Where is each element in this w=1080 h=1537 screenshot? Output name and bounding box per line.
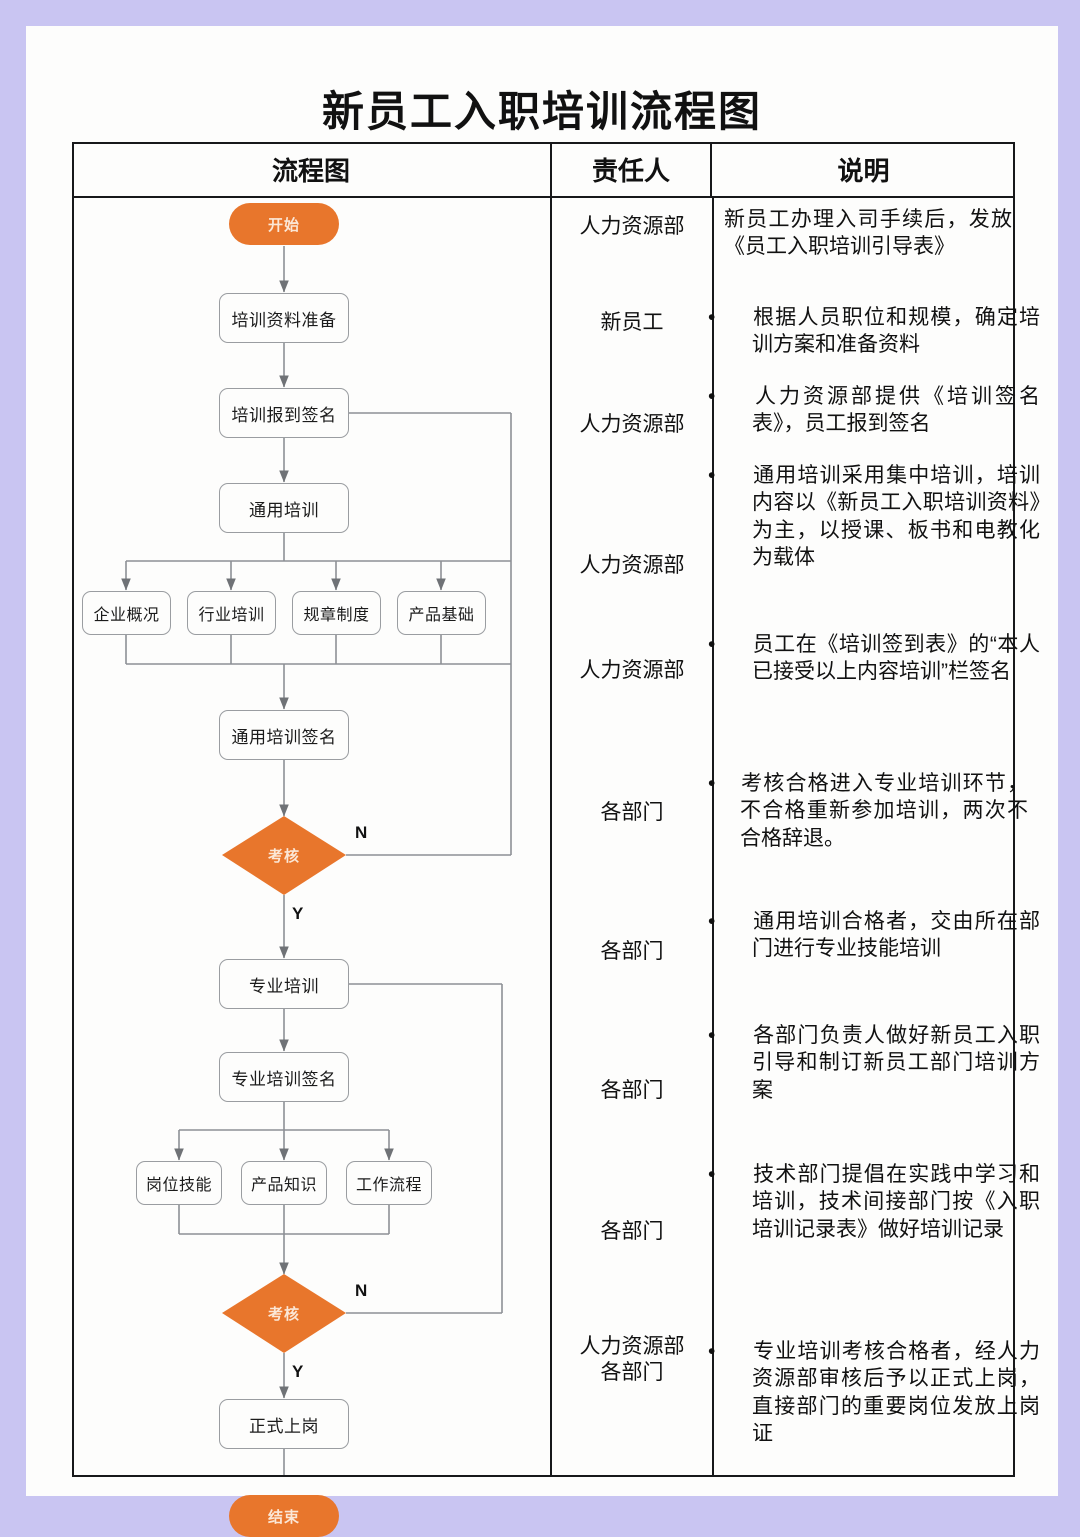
node-start[interactable]: 开始: [229, 203, 339, 245]
owner-new-employee: 新员工: [600, 311, 664, 334]
owner-departments-1: 各部门: [600, 801, 664, 824]
node-product-knowledge[interactable]: 产品知识: [241, 1161, 327, 1205]
flowchart-table: 流程图 责任人 说明: [72, 142, 1040, 1537]
note-3: 人力资源部提供《培训签名表》，员工报到签名: [720, 383, 1040, 438]
note-9: 技术部门提倡在实践中学习和培训，技术间接部门按《入职培训记录表》做好培训记录: [720, 1161, 1040, 1243]
branch-label-exam2-no: N: [355, 1281, 368, 1300]
flowchart-diagram: 开始 培训资料准备 培训报到签名 通用培训 企业概况 行业培训 规章制度 产品基…: [74, 198, 548, 1537]
flow-connectors: [121, 246, 512, 1475]
node-industry-training[interactable]: 行业培训: [187, 591, 276, 635]
note-6: 考核合格进入专业培训环节，不合格重新参加培训，两次不合格辞退。: [720, 770, 1028, 852]
branch-label-exam1-no: N: [355, 823, 368, 842]
owner-departments-4: 各部门: [600, 1220, 664, 1243]
branch-label-exam1-yes: Y: [292, 904, 304, 923]
owner-hr-3: 人力资源部: [579, 554, 685, 577]
node-end[interactable]: 结束: [229, 1495, 339, 1537]
column-divider-1: [550, 198, 552, 1475]
node-general-training-signature[interactable]: 通用培训签名: [219, 710, 349, 760]
node-general-training[interactable]: 通用培训: [219, 483, 349, 533]
note-8: 各部门负责人做好新员工入职引导和制订新员工部门培训方案: [720, 1022, 1040, 1104]
node-job-skills[interactable]: 岗位技能: [136, 1161, 222, 1205]
owner-hr-line: 人力资源部: [579, 1335, 685, 1358]
owner-hr-and-departments: 人力资源部 各部门: [552, 1334, 712, 1387]
decision-diamond-exam-2: [222, 1274, 346, 1353]
table-header-row: 流程图 责任人 说明: [74, 144, 1013, 198]
node-rules-regulations[interactable]: 规章制度: [292, 591, 381, 635]
node-professional-training-signature[interactable]: 专业培训签名: [219, 1052, 349, 1102]
owner-hr-1: 人力资源部: [579, 215, 685, 238]
owner-departments-line: 各部门: [600, 1361, 664, 1385]
owner-hr-4: 人力资源部: [579, 659, 685, 682]
document-page: 新员工入职培训流程图 流程图 责任人 说明: [26, 26, 1058, 1537]
owner-departments-3: 各部门: [600, 1079, 664, 1102]
node-formal-onboarding[interactable]: 正式上岗: [219, 1399, 349, 1449]
note-4: 通用培训采用集中培训，培训内容以《新员工入职培训资料》为主，以授课、板书和电教化…: [720, 462, 1040, 571]
column-divider-2: [712, 198, 714, 1475]
node-exam-1-label: 考核: [267, 847, 300, 865]
note-10: 专业培训考核合格者，经人力资源部审核后予以正式上岗，直接部门的重要岗位发放上岗证: [720, 1338, 1040, 1447]
node-work-process[interactable]: 工作流程: [346, 1161, 432, 1205]
branch-label-exam2-yes: Y: [292, 1362, 304, 1381]
column-header-description: 说明: [837, 156, 890, 186]
owner-column: 人力资源部 新员工 人力资源部 人力资源部 人力资源部 各部门 各部门 各部门 …: [552, 198, 712, 1475]
node-training-material-prep[interactable]: 培训资料准备: [219, 293, 349, 343]
node-training-signin[interactable]: 培训报到签名: [219, 388, 349, 438]
owner-hr-2: 人力资源部: [579, 413, 685, 436]
node-company-overview[interactable]: 企业概况: [82, 591, 171, 635]
decision-diamond-exam-1: [222, 816, 346, 895]
column-header-owner: 责任人: [550, 144, 712, 198]
node-product-basics[interactable]: 产品基础: [397, 591, 486, 635]
note-1: 新员工办理入司手续后，发放《员工入职培训引导表》: [724, 208, 1012, 259]
owner-departments-2: 各部门: [600, 940, 664, 963]
node-exam-2-label: 考核: [267, 1305, 300, 1323]
node-professional-training[interactable]: 专业培训: [219, 959, 349, 1009]
column-header-flowchart: 流程图: [271, 156, 350, 186]
page-title: 新员工入职培训流程图: [321, 88, 762, 135]
note-5: 员工在《培训签到表》的“本人已接受以上内容培训”栏签名: [720, 631, 1040, 686]
description-column: 新员工办理入司手续后，发放《员工入职培训引导表》 根据人员职位和规模，确定培训方…: [714, 198, 1040, 1475]
note-7: 通用培训合格者，交由所在部门进行专业技能培训: [720, 908, 1040, 963]
note-2: 根据人员职位和规模，确定培训方案和准备资料: [720, 304, 1040, 359]
